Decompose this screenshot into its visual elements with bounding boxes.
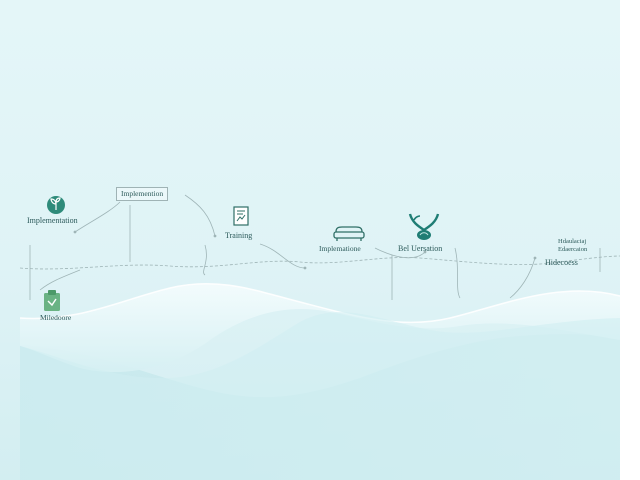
document-chart-icon (233, 206, 249, 226)
seedling-icon (47, 196, 65, 214)
node-label-implematione: Implematione (319, 244, 361, 253)
connector-lines (19, 194, 621, 300)
connector-n4-n5 (374, 247, 426, 259)
connector-n2-n3 (184, 194, 216, 237)
connector-n1-n2 (74, 201, 121, 233)
node-label-miledoore: Miledoore (40, 313, 72, 322)
wave-band-lower (20, 312, 620, 480)
node-label-implemention: Implemention (116, 187, 169, 201)
drop-line-5 (39, 269, 81, 291)
right-edge-strip (620, 0, 640, 480)
node-label-annotation: Hdaulaciaj Edaercaion (558, 238, 587, 254)
sofa-icon (333, 226, 365, 241)
node-label-training: Training (225, 231, 253, 240)
timeline-dashed (19, 255, 621, 270)
handshake-leaf-icon (408, 213, 440, 240)
connector-n7 (509, 257, 536, 299)
connector-n3-n4 (259, 243, 306, 269)
annotation-line-1: Hdaulaciaj (558, 238, 587, 245)
connector-n5-down (454, 247, 461, 299)
node-label-bel-uersation: Bel Uersation (398, 244, 443, 253)
node-label-implementation: Implementation (27, 216, 78, 225)
node-label-hidecoess: Hidecoess (545, 258, 578, 267)
annotation-line-2: Edaercaion (558, 246, 588, 253)
connector-dots (73, 230, 537, 270)
clipboard-icon (44, 290, 60, 311)
wave-crest-line (19, 282, 621, 324)
wave-band-main (20, 283, 620, 373)
connector-n3-valley (203, 244, 207, 276)
